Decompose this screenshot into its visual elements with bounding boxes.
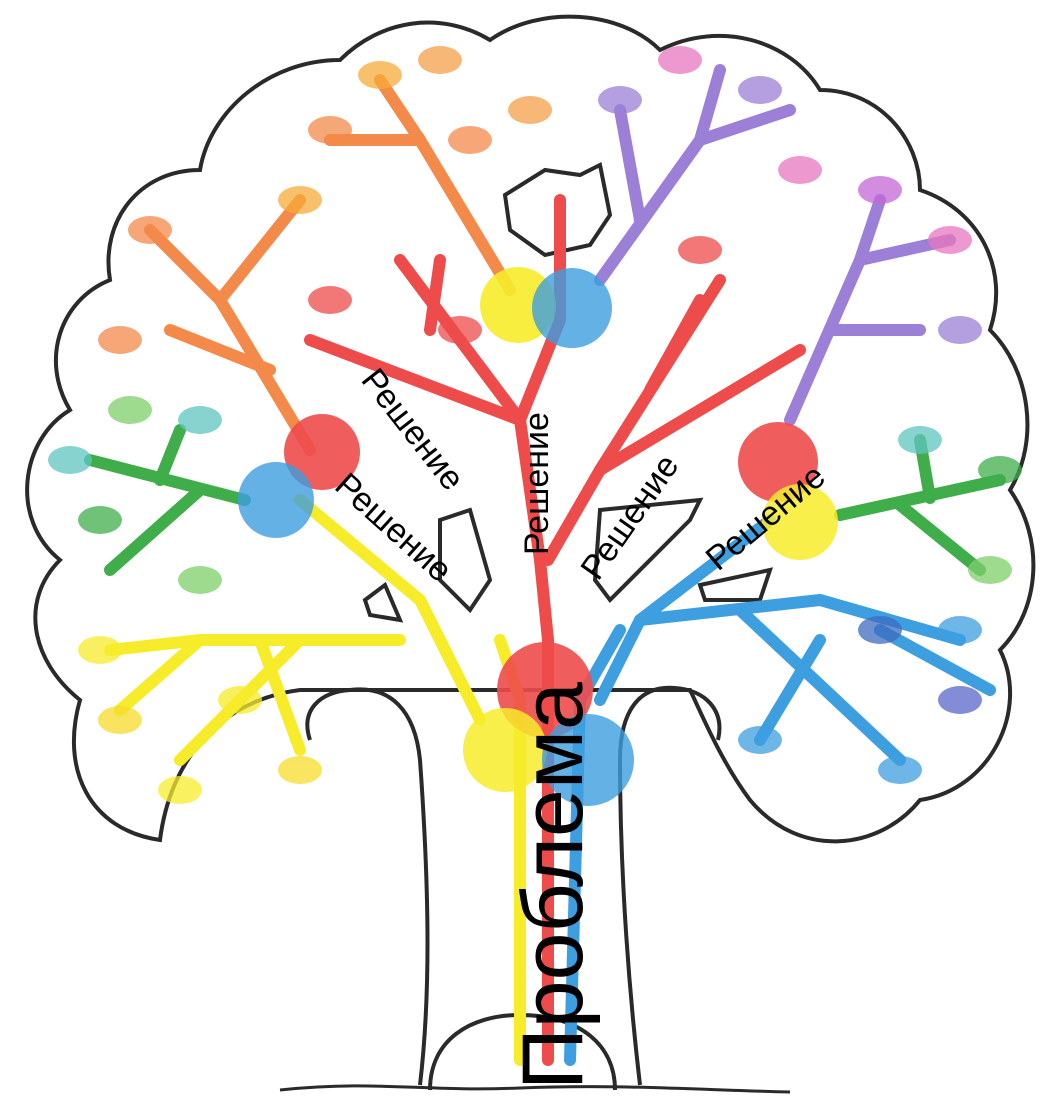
crown-gap-left-small [365,585,400,620]
solution-label-3: Решение [518,412,556,555]
crown-gap-right-small [700,570,770,600]
junction-circle-left-blue [238,462,314,538]
junction-circle-top-blue [532,268,612,348]
problem-label: Проблема [505,682,601,1090]
